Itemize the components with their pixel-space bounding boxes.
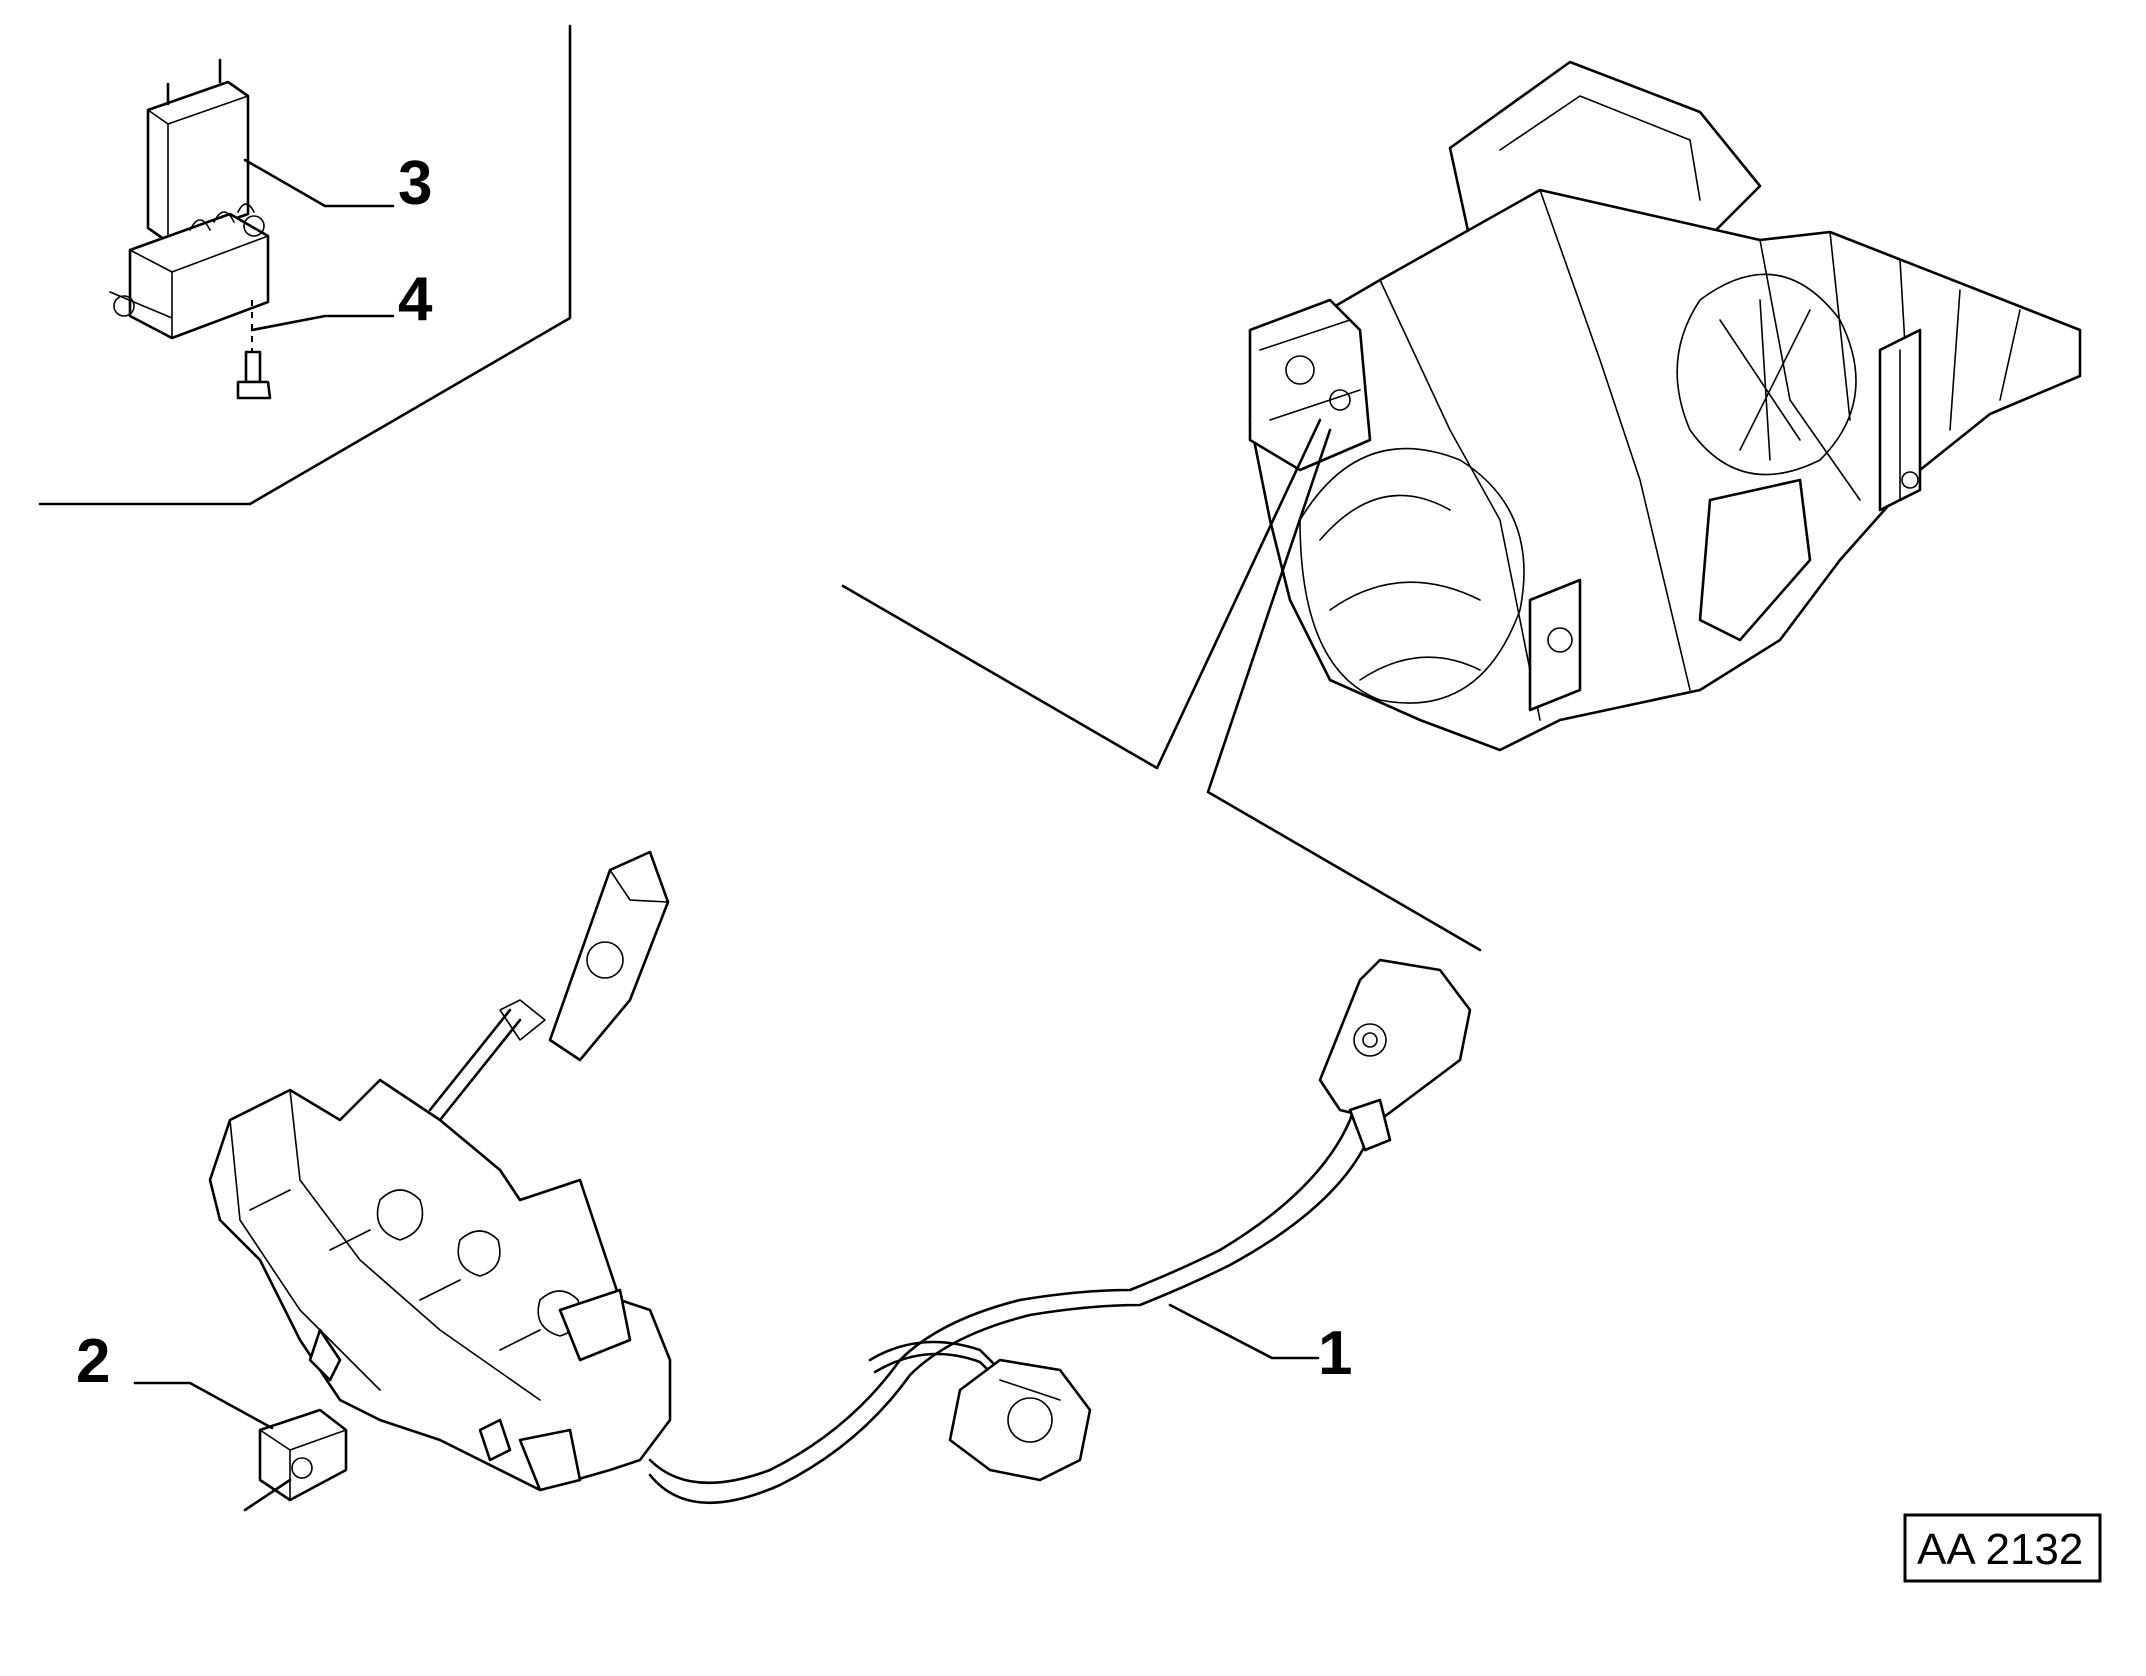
temperature-sensor-part: [243, 1408, 348, 1512]
callout-3: 3: [398, 149, 432, 218]
callout-1: 1: [1318, 1319, 1352, 1388]
callout-2: 2: [76, 1327, 110, 1396]
blower-resistor-part: [109, 58, 270, 340]
reference-code-box: AA 2132: [1903, 1513, 2102, 1583]
wiring-harness-part: [208, 850, 1472, 1505]
reference-code: AA 2132: [1917, 1525, 2083, 1574]
leader-lines-main: [841, 418, 1482, 952]
screw-part: [236, 300, 272, 400]
hvac-assembly: [1248, 60, 2082, 752]
callout-leaders: [133, 158, 1320, 1430]
inset-frame: [38, 24, 572, 506]
callout-4: 4: [398, 265, 433, 334]
